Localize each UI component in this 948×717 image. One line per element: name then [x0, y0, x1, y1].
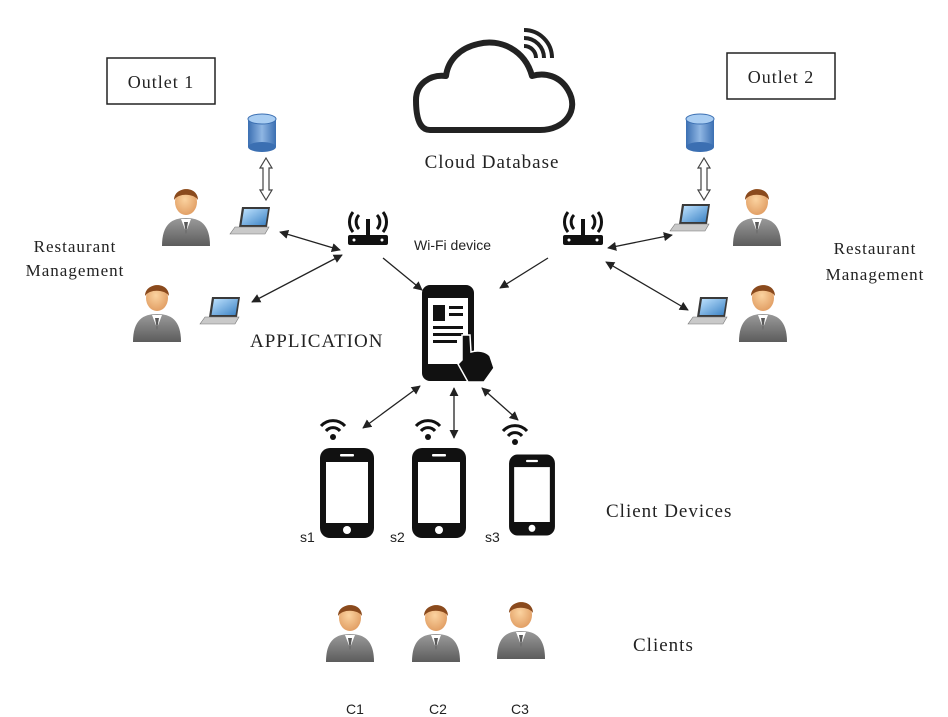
arrow-router-right-laptop-top [607, 232, 673, 251]
person-icon-manager-right-top [733, 189, 781, 246]
cloud-database-icon [413, 39, 576, 133]
client-label-c1: C1 [346, 701, 364, 717]
arrow-laptop-left-bottom-router [251, 254, 343, 303]
client-devices-label: Client Devices [606, 501, 732, 522]
person-icon-manager-left-bottom [133, 285, 181, 342]
management-label-left-line2: Management [26, 261, 125, 280]
person-icon-client-c1 [326, 605, 374, 662]
person-icon-manager-left-top [162, 189, 210, 246]
signal-icon-s2 [414, 419, 442, 442]
wifi-device-label: Wi-Fi device [414, 237, 491, 253]
laptop-icon-left-top [229, 206, 271, 235]
signal-icon-s1 [319, 419, 347, 442]
db-double-arrow-left [258, 156, 274, 202]
management-label-left-line1: Restaurant [34, 237, 117, 256]
device-label-s1: s1 [300, 529, 315, 545]
client-label-c3: C3 [511, 701, 529, 717]
person-icon-client-c3 [497, 602, 545, 659]
person-icon-client-c2 [412, 605, 460, 662]
cloud-database-label: Cloud Database [425, 152, 560, 173]
phone-icon-s3 [509, 454, 555, 536]
arrow-app-s1 [362, 385, 421, 429]
device-label-s2: s2 [390, 529, 405, 545]
arrow-router-right-laptop-bottom [605, 261, 689, 311]
laptop-icon-left-bottom [199, 296, 241, 325]
arrow-laptop-left-top-router [279, 229, 341, 253]
connection-arrows [251, 229, 689, 439]
arrow-router-left-app [382, 257, 423, 291]
outlet-1-box: Outlet 1 [106, 57, 216, 105]
arrow-router-right-app [499, 257, 549, 289]
cloud-signal-icon [523, 28, 554, 59]
outlet-2-label: Outlet 2 [748, 67, 815, 87]
db-double-arrow-right [696, 156, 712, 202]
laptop-icon-right-bottom [687, 296, 729, 325]
application-label: APPLICATION [250, 331, 383, 352]
management-label-right-line1: Restaurant [834, 239, 917, 258]
management-label-right-line2: Management [826, 265, 925, 284]
signal-icon-s3 [501, 424, 529, 447]
outlet-2-box: Outlet 2 [726, 52, 836, 100]
phone-icon-s2 [412, 448, 466, 538]
person-icon-manager-right-bottom [739, 285, 787, 342]
clients-label: Clients [633, 635, 694, 656]
wifi-router-icon-left [346, 210, 390, 247]
application-phone-icon [422, 285, 495, 383]
database-icon-left [247, 113, 277, 153]
laptop-icon-right-top [669, 203, 711, 232]
arrow-app-s3 [481, 387, 519, 421]
client-label-c2: C2 [429, 701, 447, 717]
outlet-1-label: Outlet 1 [128, 72, 195, 92]
device-label-s3: s3 [485, 529, 500, 545]
wifi-router-icon-right [561, 210, 605, 247]
database-icon-right [685, 113, 715, 153]
phone-icon-s1 [320, 448, 374, 538]
